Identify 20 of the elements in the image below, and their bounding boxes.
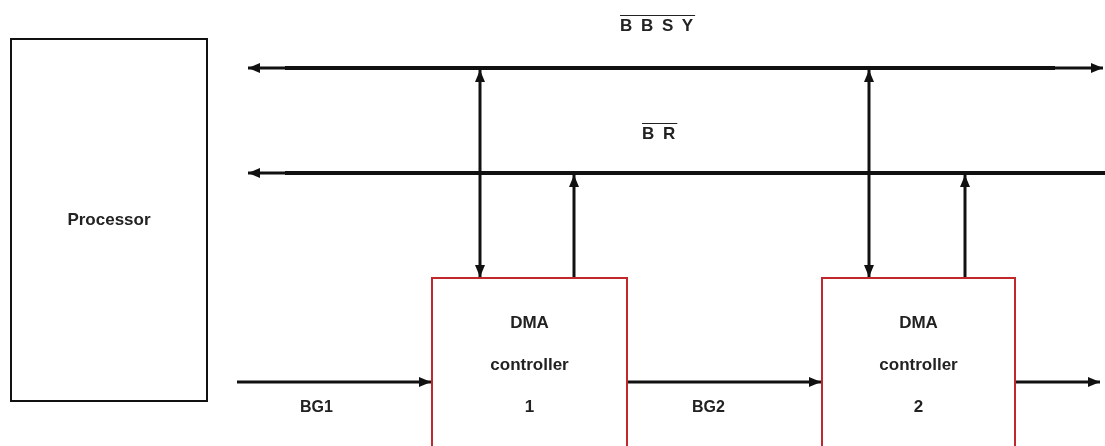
arrow [475, 70, 485, 277]
controller-box [431, 277, 628, 446]
arrow [628, 377, 821, 387]
arrow [1016, 377, 1100, 387]
arrow [864, 70, 874, 277]
arrow [960, 175, 970, 277]
arrow [569, 175, 579, 277]
signal-name: B B S Y [620, 16, 696, 36]
signal-name: B R [642, 124, 678, 144]
arrow [248, 63, 285, 73]
arrow [1055, 63, 1103, 73]
controller-box [821, 277, 1016, 446]
node-text: DMA controller [878, 311, 959, 376]
arrow [237, 377, 431, 387]
node-text: Processor [67, 209, 151, 231]
node-text: 1 [524, 395, 535, 418]
node-text: DMA controller [489, 311, 570, 376]
arrow [248, 168, 285, 178]
processor-box [10, 38, 208, 402]
node-text: 2 [913, 395, 924, 418]
